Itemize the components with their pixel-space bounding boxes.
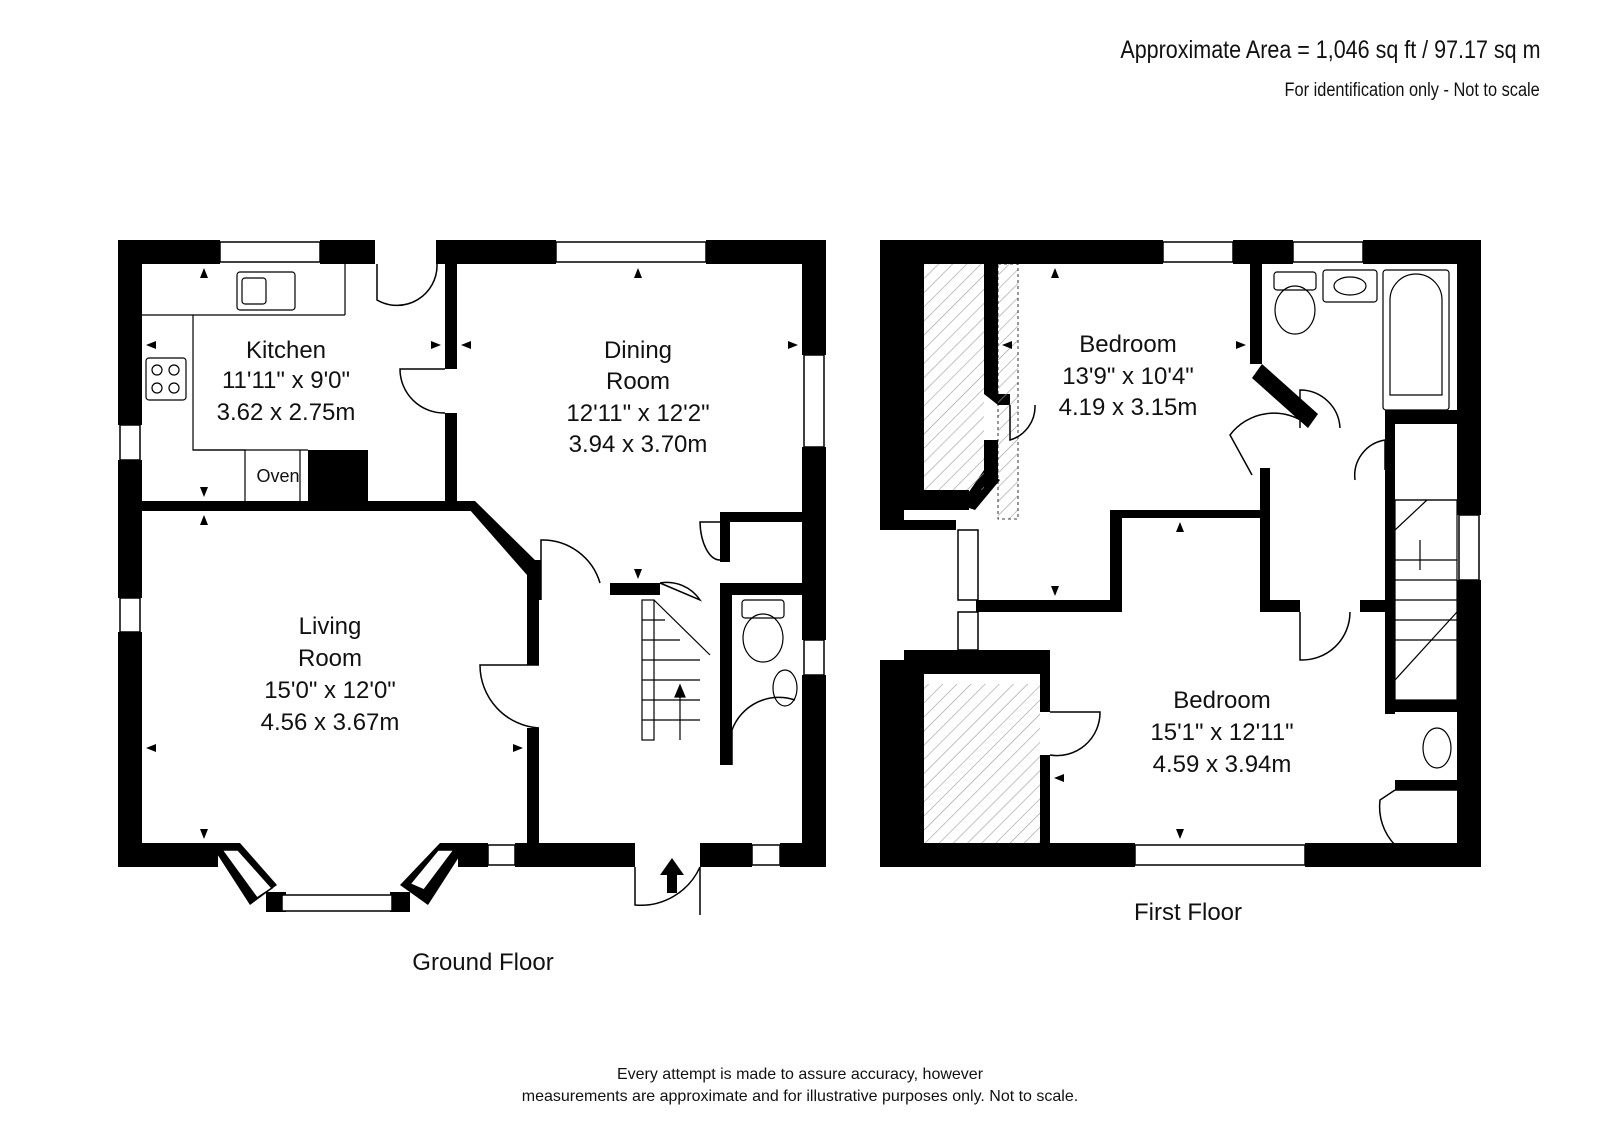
ground-floor-plan: Kitchen 11'11" x 9'0" 3.62 x 2.75m Oven … — [118, 240, 826, 976]
first-floor-dimension-markers — [1002, 268, 1246, 839]
oven-label: Oven — [256, 466, 299, 486]
kitchen-imperial: 11'11" x 9'0" — [222, 367, 350, 394]
kitchen-metric: 3.62 x 2.75m — [217, 399, 356, 426]
kitchen-fittings — [142, 264, 346, 501]
bedroom-2-name: Bedroom — [1173, 687, 1270, 714]
bedroom-1-imperial: 13'9" x 10'4" — [1062, 363, 1194, 390]
dining-room-imperial: 12'11" x 12'2" — [566, 400, 709, 427]
dining-room-name-1: Dining — [604, 337, 672, 364]
living-room-imperial: 15'0" x 12'0" — [264, 677, 396, 704]
bedroom-2-imperial: 15'1" x 12'11" — [1150, 719, 1293, 746]
living-room-metric: 4.56 x 3.67m — [261, 709, 400, 736]
bedroom-2-metric: 4.59 x 3.94m — [1153, 751, 1292, 778]
first-floor-stairs — [1394, 499, 1458, 701]
eaves-storage-bottom-left — [924, 684, 1040, 843]
first-floor-label: First Floor — [1134, 899, 1242, 926]
kitchen-name: Kitchen — [246, 337, 326, 364]
dining-room-metric: 3.94 x 3.70m — [569, 431, 708, 458]
ground-floor-dimension-markers — [146, 268, 798, 839]
eaves-storage-top-left — [924, 264, 984, 490]
ground-floor-label: Ground Floor — [412, 949, 553, 976]
dining-room-name-2: Room — [606, 368, 670, 395]
bedroom-1-name: Bedroom — [1079, 331, 1176, 358]
living-room-name-2: Room — [298, 645, 362, 672]
disclaimer-line-1: Every attempt is made to assure accuracy… — [616, 1066, 984, 1083]
first-floor-doors — [1009, 389, 1457, 846]
ground-floor-stairs — [641, 599, 711, 741]
identification-note: For identification only - Not to scale — [1284, 80, 1540, 101]
cupboard-hatched-strip — [997, 263, 1019, 520]
ground-floor-walls — [118, 240, 826, 912]
first-floor-plan: Bedroom 13'9" x 10'4" 4.19 x 3.15m Bedro… — [880, 240, 1481, 926]
ground-floor-windows — [119, 241, 825, 912]
first-floor-windows — [957, 241, 1480, 866]
bedroom-1-metric: 4.19 x 3.15m — [1059, 394, 1198, 421]
living-room-name-1: Living — [299, 613, 362, 640]
approximate-area-text: Approximate Area = 1,046 sq ft / 97.17 s… — [1119, 36, 1540, 64]
wc-fittings — [741, 599, 798, 707]
bathroom-fittings — [1273, 269, 1452, 769]
entrance-arrow-icon — [660, 858, 684, 893]
ground-floor-doors — [376, 263, 796, 915]
disclaimer-line-2: measurements are approximate and for ill… — [521, 1088, 1079, 1105]
